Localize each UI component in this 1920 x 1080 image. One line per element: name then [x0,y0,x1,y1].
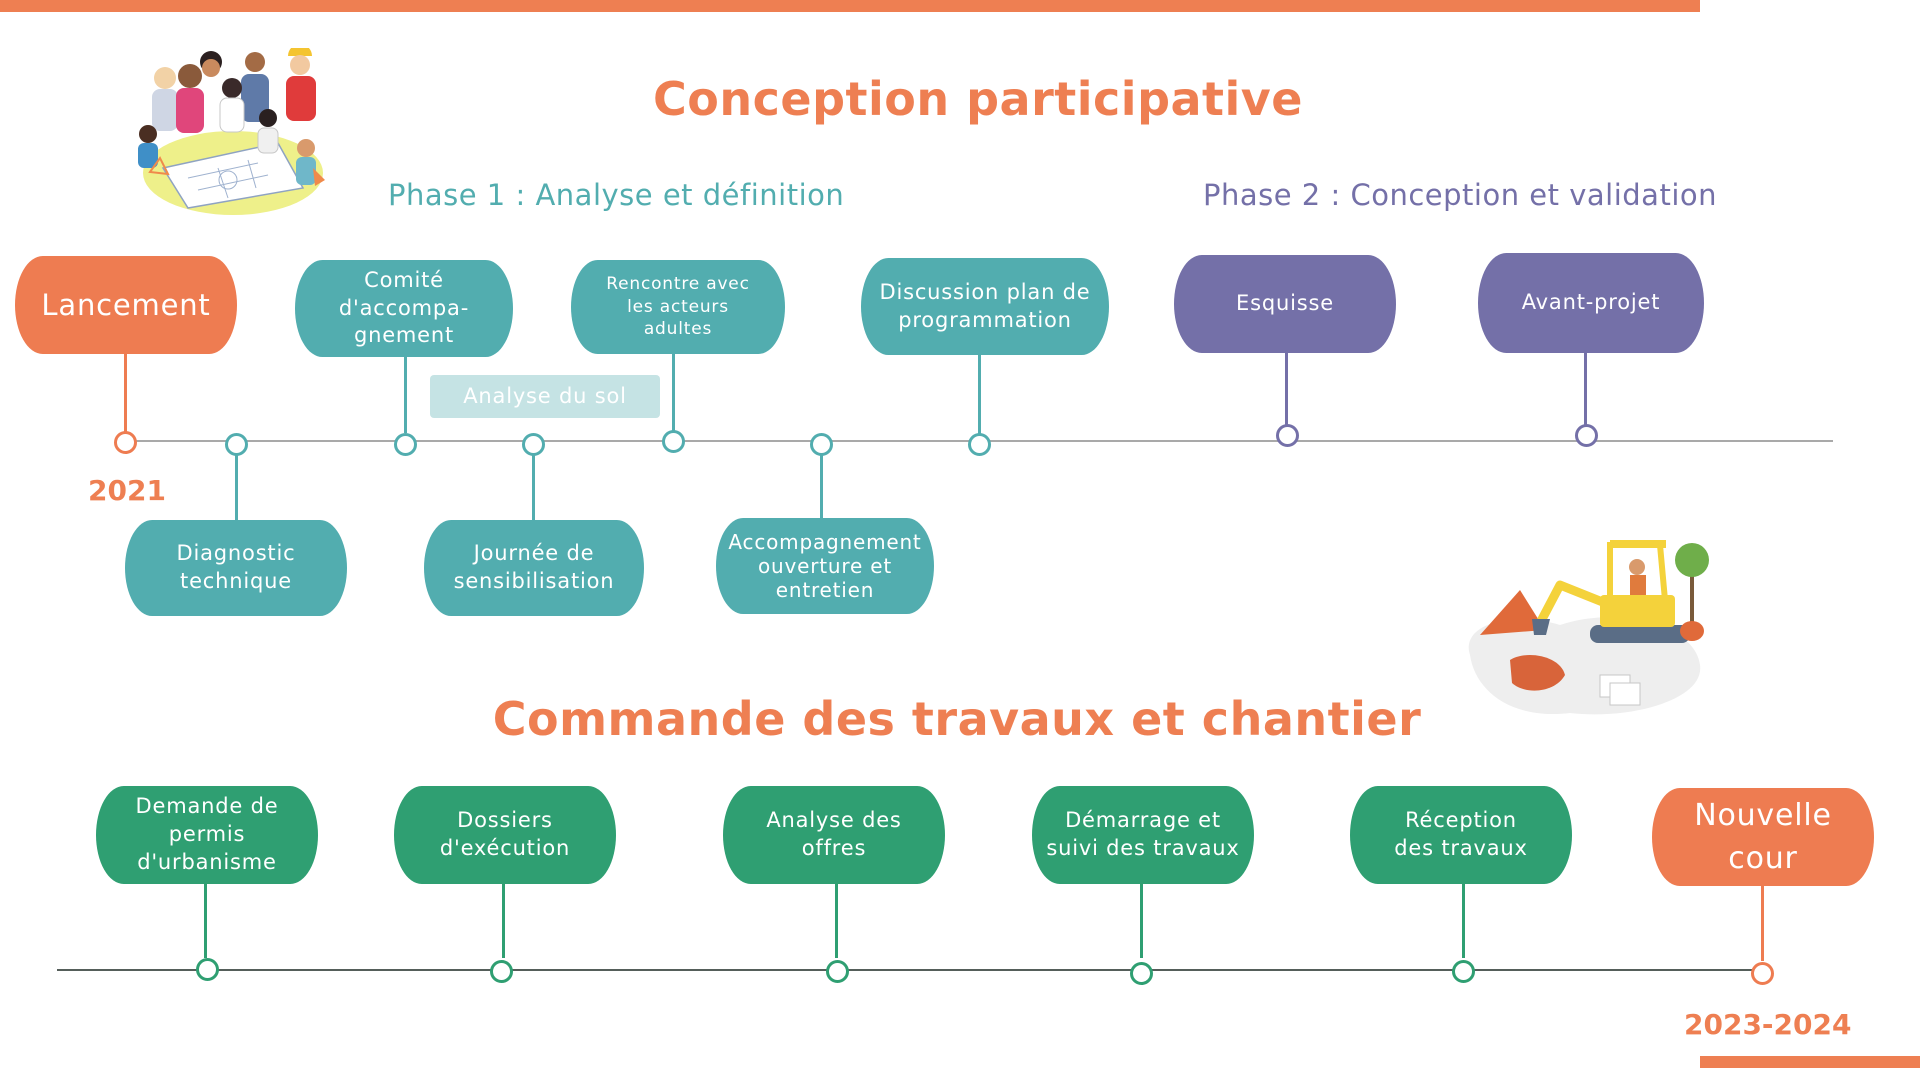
phase-2-label: Phase 2 : Conception et validation [1203,178,1718,212]
milestone-comite-accompagnement: Comité d'accompa-gnement [295,260,513,357]
phase-1-label: Phase 1 : Analyse et définition [388,178,845,212]
milestone-analyse-offres: Analyse des offres [723,786,945,884]
timeline-2-dot-reception [1452,960,1475,983]
timeline-1-dot-journee [522,433,545,456]
milestone-lancement: Lancement [15,256,237,354]
timeline-1-dot-accompagnement [810,433,833,456]
milestone-reception-travaux: Réception des travaux [1350,786,1572,884]
timeline-1-dot-diagnostic [225,433,248,456]
milestone-nouvelle-cour: Nouvelle cour [1652,788,1874,886]
timeline-1-dot-comite [394,433,417,456]
timeline-2-dot-nouvelle-cour [1751,962,1774,985]
title-commande-travaux: Commande des travaux et chantier [492,692,1422,746]
milestone-dossiers-execution: Dossiers d'exécution [394,786,616,884]
timeline-2-dot-demarrage [1130,962,1153,985]
milestone-demarrage-suivi: Démarrage et suivi des travaux [1032,786,1254,884]
people-group-illustration [138,48,325,215]
milestone-analyse-du-sol: Analyse du sol [430,375,660,418]
milestone-esquisse: Esquisse [1174,255,1396,353]
milestone-diagnostic-technique: Diagnostic technique [125,520,347,616]
timeline-1-dot-discussion [968,433,991,456]
title-conception-participative: Conception participative [653,72,1303,126]
timeline-2-dot-permis [196,958,219,981]
timeline-2-axis [57,969,1757,971]
year-start: 2021 [88,474,166,507]
milestone-discussion-programmation: Discussion plan de programmation [861,258,1109,355]
excavator-illustration [1468,540,1709,715]
timeline-1-dot-lancement [114,431,137,454]
year-end: 2023-2024 [1684,1008,1852,1041]
timeline-1-dot-rencontre [662,430,685,453]
timeline-2-dot-offres [826,960,849,983]
milestone-avant-projet: Avant-projet [1478,253,1704,353]
milestone-journee-sensibilisation: Journée de sensibilisation [424,520,644,616]
milestone-rencontre-acteurs: Rencontre avec les acteurs adultes [571,260,785,354]
milestone-accompagnement-ouverture: Accompagnement ouverture et entretien [716,518,934,614]
timeline-1-dot-avant-projet [1575,424,1598,447]
milestone-demande-permis: Demande de permis d'urbanisme [96,786,318,884]
bottom-accent-bar [1700,1056,1920,1068]
timeline-1-dot-esquisse [1276,424,1299,447]
timeline-2-dot-dossiers [490,960,513,983]
top-accent-bar [0,0,1700,12]
